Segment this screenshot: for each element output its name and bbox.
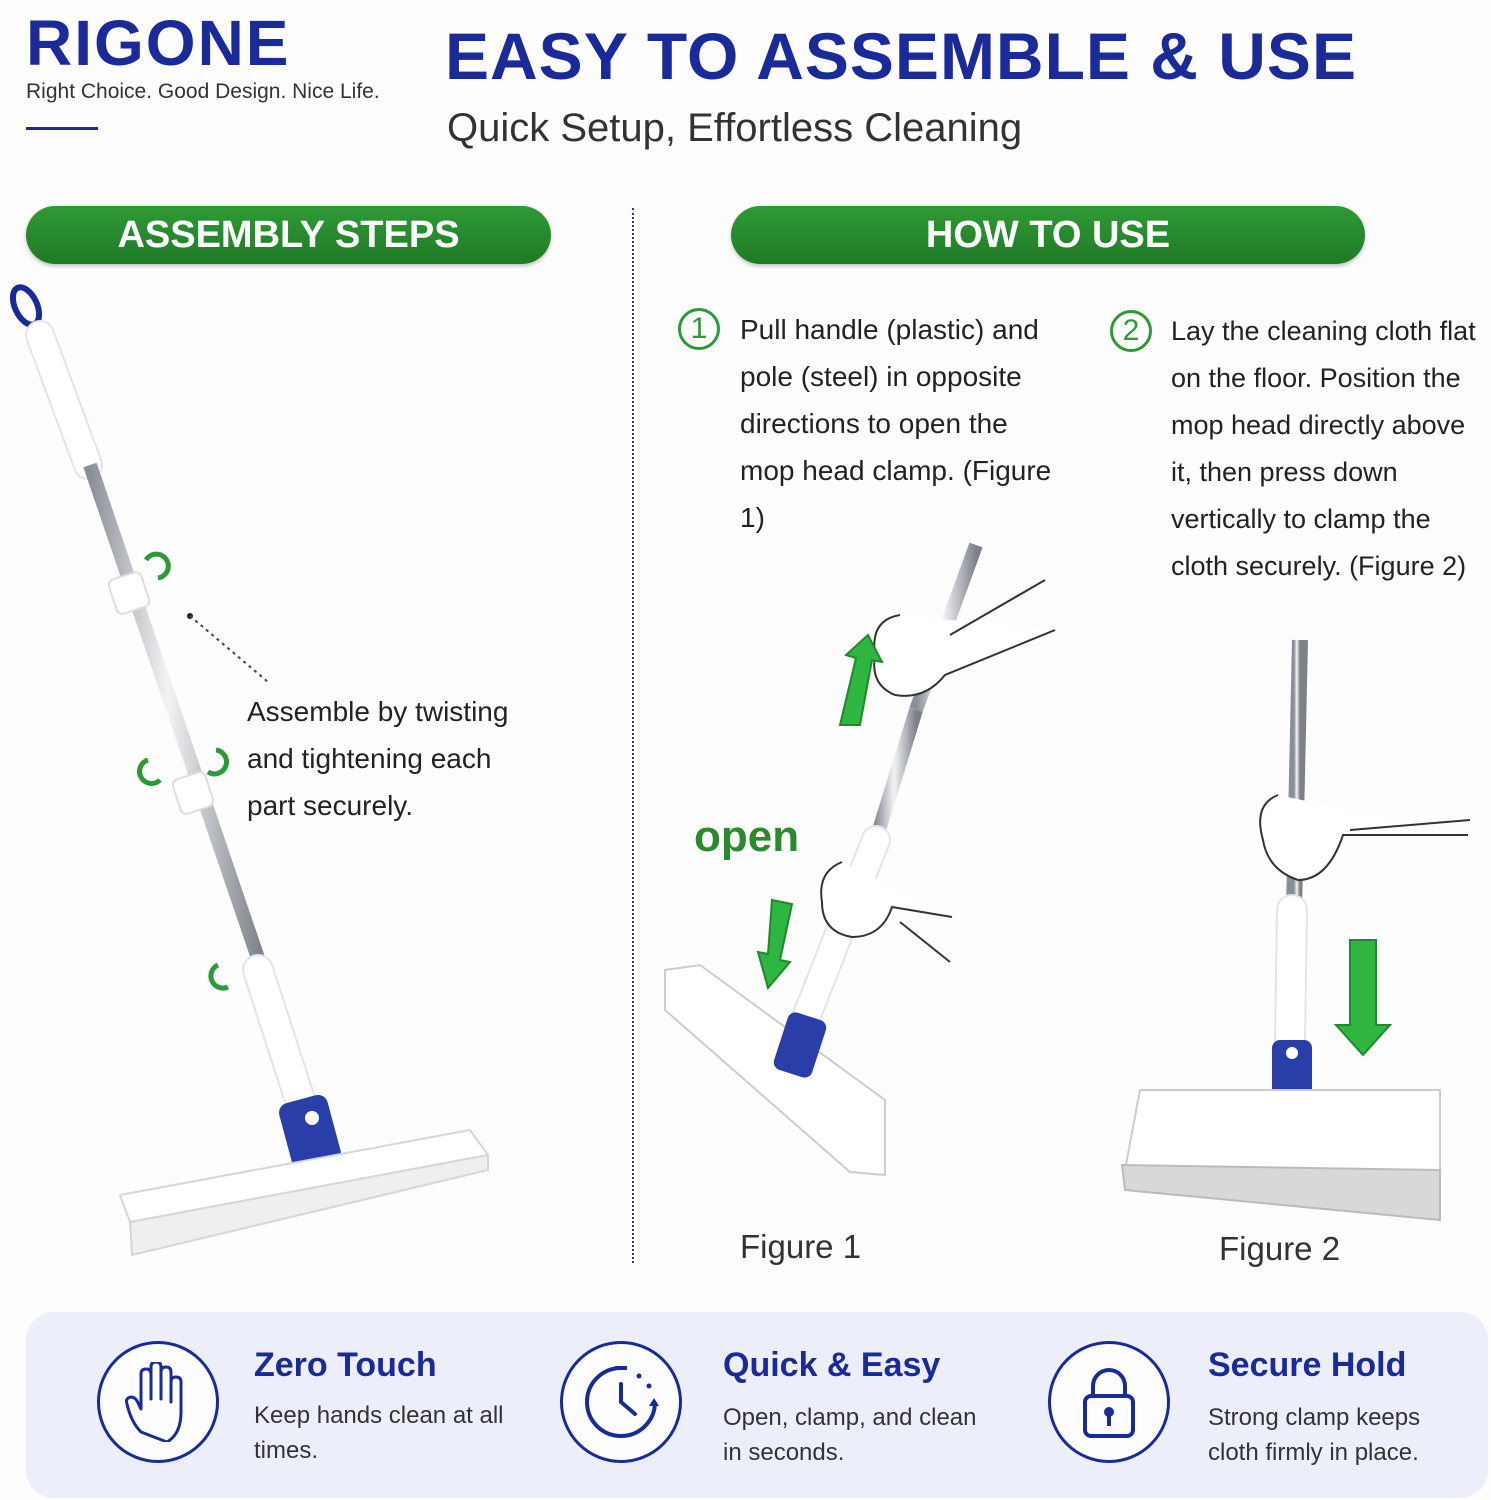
brand-tagline: Right Choice. Good Design. Nice Life. [26, 80, 380, 103]
assembly-steps-heading: ASSEMBLY STEPS [26, 206, 551, 264]
page-subtitle: Quick Setup, Effortless Cleaning [447, 106, 1023, 150]
figure-2-illustration [1120, 639, 1471, 1222]
hand-icon [97, 1341, 219, 1463]
feature-secure-hold-desc: Strong clamp keeps cloth firmly in place… [1208, 1404, 1421, 1466]
figure-1-illustration [664, 542, 1056, 1177]
assembly-instructions: Assemble by twisting and tightening each… [247, 696, 509, 821]
feature-zero-touch-title: Zero Touch [254, 1346, 437, 1384]
figure-2-label: Figure 2 [1219, 1230, 1341, 1267]
step-1-badge: 1 [678, 308, 720, 350]
figure-1-label: Figure 1 [740, 1228, 862, 1265]
feature-secure-hold-title: Secure Hold [1208, 1346, 1407, 1384]
assembled-mop-illustration [9, 284, 490, 1257]
feature-quick-easy-title: Quick & Easy [723, 1346, 941, 1384]
how-to-use-heading: HOW TO USE [731, 206, 1365, 264]
page-title: EASY TO ASSEMBLE & USE [445, 19, 1357, 93]
step-2-text: Lay the cleaning cloth flat on the floor… [1171, 316, 1476, 581]
feature-zero-touch-desc: Keep hands clean at all times. [254, 1402, 504, 1464]
lock-icon [1048, 1341, 1170, 1463]
step-1-text: Pull handle (plastic) and pole (steel) i… [740, 314, 1052, 533]
brand-logo: RIGONE [26, 7, 291, 79]
step-2-badge: 2 [1110, 310, 1152, 352]
clock-icon [560, 1341, 682, 1463]
brand-underline [26, 127, 98, 130]
section-divider [632, 208, 634, 1263]
feature-bar [26, 1312, 1488, 1498]
open-label: open [694, 812, 800, 861]
feature-quick-easy-desc: Open, clamp, and clean in seconds. [723, 1404, 977, 1466]
